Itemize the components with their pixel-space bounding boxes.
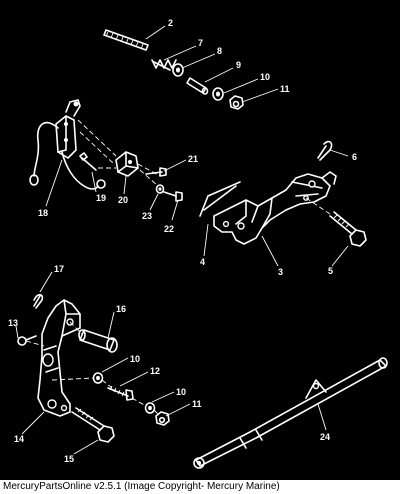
exploded-parts-diagram: 2 7 8 9 10 11 6 18 19 20 21 23 22 4 3 5 … bbox=[8, 18, 388, 469]
stud-part-2 bbox=[103, 29, 149, 51]
washer-part-10c bbox=[144, 402, 156, 414]
screw-part-21 bbox=[145, 167, 167, 177]
label-part-14: 14 bbox=[14, 434, 24, 444]
washer-part-23 bbox=[155, 184, 165, 194]
clamp-part-20 bbox=[115, 151, 139, 177]
copyright-footer: MercuryPartsOnline v2.5.1 (Image Copyrig… bbox=[0, 480, 400, 494]
label-part-22: 22 bbox=[164, 224, 174, 234]
label-part-11b: 11 bbox=[192, 399, 202, 409]
washer-part-10b bbox=[92, 372, 104, 384]
label-part-5: 5 bbox=[328, 266, 333, 276]
label-part-15: 15 bbox=[64, 454, 74, 464]
screw-part-22 bbox=[163, 191, 183, 202]
lever-arm-part-14 bbox=[37, 299, 81, 417]
label-part-2: 2 bbox=[168, 18, 173, 28]
label-part-24: 24 bbox=[320, 432, 330, 442]
spring-part-7 bbox=[151, 59, 177, 71]
cotter-pin-part-17 bbox=[33, 293, 44, 309]
label-part-12: 12 bbox=[150, 366, 160, 376]
label-part-16: 16 bbox=[116, 304, 126, 314]
label-part-19: 19 bbox=[96, 193, 106, 203]
label-part-17: 17 bbox=[54, 264, 64, 274]
lever-bracket-part-3 bbox=[213, 171, 337, 245]
link-rod-part-4 bbox=[199, 181, 241, 217]
label-part-7: 7 bbox=[198, 38, 203, 48]
label-part-6: 6 bbox=[352, 152, 357, 162]
label-part-10a: 10 bbox=[260, 72, 270, 82]
label-part-4: 4 bbox=[200, 257, 205, 267]
label-part-13: 13 bbox=[8, 318, 18, 328]
label-part-18: 18 bbox=[38, 208, 48, 218]
label-part-10c: 10 bbox=[176, 387, 186, 397]
label-part-21: 21 bbox=[188, 154, 198, 164]
nut-part-11a bbox=[229, 95, 244, 110]
label-part-10b: 10 bbox=[130, 354, 140, 364]
rod-part-24 bbox=[193, 357, 388, 469]
label-part-20: 20 bbox=[118, 195, 128, 205]
bolt-part-5 bbox=[329, 211, 367, 247]
washer-part-10a bbox=[212, 87, 224, 101]
pin-part-16 bbox=[78, 329, 118, 353]
label-part-11a: 11 bbox=[280, 84, 290, 94]
sleeve-part-9 bbox=[186, 77, 209, 95]
bolt-part-15 bbox=[71, 407, 115, 443]
label-part-8: 8 bbox=[217, 46, 222, 56]
cotter-pin-part-6 bbox=[317, 140, 333, 161]
label-part-3: 3 bbox=[278, 267, 283, 277]
washer-part-8 bbox=[172, 63, 184, 77]
cable-assembly-part-18 bbox=[29, 99, 106, 190]
label-part-9: 9 bbox=[236, 60, 241, 70]
label-part-23: 23 bbox=[142, 211, 152, 221]
pin-part-13 bbox=[17, 335, 37, 346]
screw-part-19 bbox=[79, 152, 97, 171]
nut-part-11b bbox=[155, 411, 170, 426]
